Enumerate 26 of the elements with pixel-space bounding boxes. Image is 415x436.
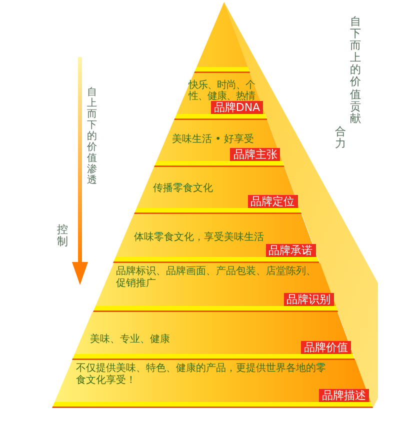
layer-tag: 品牌DNA	[210, 101, 264, 114]
layer-text: 美味生活 • 好享受	[172, 134, 254, 146]
layer-text: 品牌标识、品牌画面、产品包装、店堂陈列、促销推广	[116, 266, 317, 290]
layer-tag: 品牌价值	[301, 341, 352, 354]
vertical-label: 合力	[335, 126, 346, 150]
pyramid-layer	[174, 73, 268, 120]
pyramid-layer	[154, 120, 285, 167]
layer-tag: 品牌描述	[318, 389, 369, 402]
pyramid-layer	[134, 167, 302, 214]
layer-text: 美味、专业、健康	[90, 334, 170, 346]
pyramid-layer	[92, 263, 338, 312]
layer-text: 传播零食文化	[152, 183, 213, 195]
pyramid-apex	[194, 2, 250, 73]
layer-tag: 品牌承诺	[266, 244, 316, 257]
layer-text: 不仅提供美味、特色、健康的产品，更提供世界各地的零食文化享受！	[76, 363, 327, 387]
pyramid-layer	[113, 214, 320, 263]
pyramid-layer	[72, 312, 356, 360]
layer-text: 快乐、时尚、个性、健康、热情	[188, 80, 256, 102]
pyramid-layer	[52, 360, 373, 408]
vertical-label: 自下而上的价值贡献	[350, 16, 361, 125]
layer-tag: 品牌识别	[284, 293, 334, 306]
vertical-label: 控制	[57, 224, 68, 248]
layer-text: 体味零食文化，享受美味生活	[134, 232, 264, 244]
layer-tag: 品牌定位	[248, 195, 298, 208]
layer-tag: 品牌主张	[230, 148, 280, 161]
vertical-label: 自上而下的价值渗透	[87, 87, 97, 186]
